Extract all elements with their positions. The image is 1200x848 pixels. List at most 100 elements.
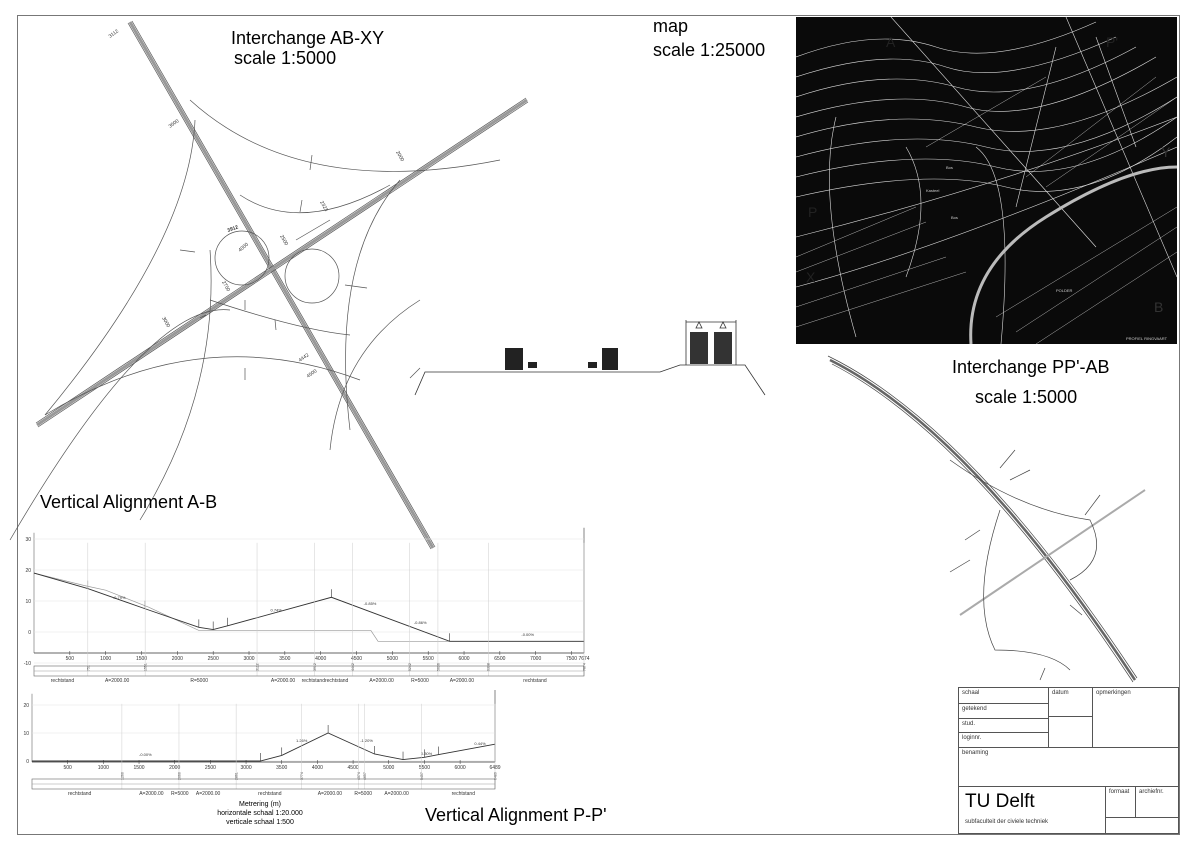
x-tick-label: 5500 <box>423 656 434 662</box>
ground-line <box>33 572 584 642</box>
map-label: POLDER <box>1056 288 1073 293</box>
x-tick-label: 3000 <box>243 656 254 662</box>
band-label: rechtstand <box>51 678 75 684</box>
y-tick-label: 10 <box>25 599 31 605</box>
tb-benaming: benaming <box>958 747 1179 787</box>
tb-loginnr: loginnr. <box>958 732 1049 748</box>
dim-label: 2500 <box>278 234 289 247</box>
x-tick-label: 6000 <box>458 656 469 662</box>
band-label: rechtstand <box>452 791 476 795</box>
map-letter-b: B <box>1154 299 1163 315</box>
map-label: Bos <box>946 165 953 170</box>
x-tick-label: 5000 <box>387 656 398 662</box>
train-icon <box>690 332 708 364</box>
map-label: Bos <box>951 215 958 220</box>
x-tick-label: 5500 <box>419 765 430 771</box>
map-title: map <box>653 16 689 36</box>
car-icon <box>528 362 537 368</box>
y-tick-label: -10 <box>24 661 31 667</box>
x-tick-label: 2500 <box>208 656 219 662</box>
station-label: 3112 <box>256 663 260 671</box>
station-label: 5242 <box>408 663 412 671</box>
grade-label: 0.74% <box>271 607 283 612</box>
x-tick-label: 1000 <box>100 656 111 662</box>
band-label: A=2000.00 <box>318 791 343 795</box>
x-tick-label: 2000 <box>169 765 180 771</box>
station-label: 5457 <box>420 772 424 780</box>
cross-road <box>959 489 1146 616</box>
map-letter-p-prime: P' <box>1106 34 1118 50</box>
x-tick-label: 500 <box>66 656 75 662</box>
dim-label: 3500 <box>168 118 181 129</box>
band-label: A=2000.00 <box>196 791 221 795</box>
dim-label: 3000 <box>160 316 171 329</box>
interchange-abxy-drawing: 3112 3500 2000 2323 3912 4000 2500 2750 … <box>9 20 529 550</box>
x-tick-label: 4000 <box>312 765 323 771</box>
dim-label: 3912 <box>227 224 240 234</box>
dim-label: 3112 <box>108 28 120 39</box>
station-label: 3912 <box>313 663 317 671</box>
y-tick-label: 20 <box>25 568 31 574</box>
interchange-ppab-title: Interchange PP'-AB <box>952 357 1110 377</box>
band-label: A=2000.00 <box>384 791 409 795</box>
grade-label: -0.79% <box>113 595 126 600</box>
cross-section-drawing <box>414 320 766 396</box>
x-tick-label: 3000 <box>240 765 251 771</box>
station-label: 1260 <box>120 772 124 780</box>
horizontal-scale-label: horizontale schaal 1:20.000 <box>217 810 303 817</box>
x-tick-label: 1500 <box>133 765 144 771</box>
station-label: 1551 <box>144 663 148 671</box>
map-letter-p: P <box>808 204 817 220</box>
grade-label: 1.26% <box>296 738 308 743</box>
x-tick-label: 4500 <box>351 656 362 662</box>
alignment-line <box>32 732 496 762</box>
x-tick-label: 4500 <box>348 765 359 771</box>
grade-label: -0.00% <box>521 632 534 637</box>
tb-stud: stud. <box>958 718 1049 733</box>
truck-icon <box>602 348 618 370</box>
dim-label: 2000 <box>394 150 405 163</box>
map-label: Kasteel <box>926 188 939 193</box>
station-label: 2861 <box>235 772 239 780</box>
profile-pp-title: Vertical Alignment P-P' <box>425 805 607 825</box>
x-tick-label: 5000 <box>383 765 394 771</box>
dim-label: 4442 <box>298 352 311 363</box>
band-label: rechtstand <box>68 791 92 795</box>
sheet-frame <box>17 15 1180 835</box>
grade-label: -1.20% <box>360 738 373 743</box>
tb-getekend: getekend <box>958 703 1049 719</box>
band-label: A=2000.00 <box>369 678 394 684</box>
dim-label: 4500 <box>306 368 319 379</box>
x-tick-label: 1000 <box>98 765 109 771</box>
tb-opmerkingen: opmerkingen <box>1092 687 1179 748</box>
tb-blank <box>1105 817 1179 834</box>
station-label: 7674 <box>583 663 587 671</box>
x-tick-label: 6500 <box>494 656 505 662</box>
band-label: rechtstand <box>258 791 282 795</box>
band-label: A=2000.00 <box>139 791 164 795</box>
station-label: 2060 <box>177 772 181 780</box>
profile-ab-title: Vertical Alignment A-B <box>40 492 218 512</box>
band-label: rechtstandrechtstand <box>302 678 349 684</box>
y-tick-label: 30 <box>25 537 31 543</box>
band-label: rechtstand <box>523 678 547 684</box>
map-letter-y: Y <box>1161 144 1171 160</box>
faculty-name: subfaculteit der civiele techniek <box>965 819 1049 825</box>
x-tick-label: 3500 <box>279 656 290 662</box>
x-tick-label: 6000 <box>455 765 466 771</box>
cross-road <box>36 98 528 427</box>
x-tick-label: 7500 <box>566 656 577 662</box>
y-tick-label: 20 <box>23 703 29 709</box>
map-scale: scale 1:25000 <box>653 40 766 60</box>
profile-notes: Metrering (m) horizontale schaal 1:20.00… <box>180 800 340 827</box>
station-label: 6489 <box>494 772 498 780</box>
interchange-abxy-title: Interchange AB-XY <box>231 28 385 48</box>
car-icon <box>588 362 597 368</box>
train-icon <box>714 332 732 364</box>
band-label: R=5000 <box>411 678 429 684</box>
interchange-ppab-scale: scale 1:5000 <box>975 387 1078 407</box>
station-label: 4657 <box>363 772 367 780</box>
grade-label: -0.86% <box>414 620 427 625</box>
dim-label: 2323 <box>318 200 329 213</box>
